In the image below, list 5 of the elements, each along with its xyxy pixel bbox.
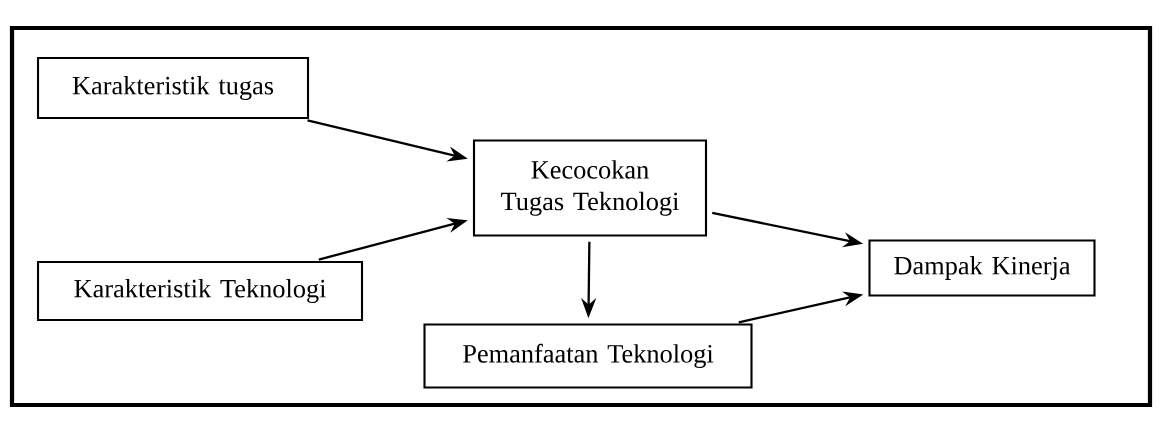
process-box: Kecocokan Tugas Teknologi — [472, 139, 708, 237]
process-box: Karakteristik Teknologi — [36, 260, 364, 322]
process-box: Pemanfaatan Teknologi — [423, 323, 753, 389]
process-box: Karakteristik tugas — [36, 56, 310, 120]
process-box: Dampak Kinerja — [868, 239, 1096, 297]
